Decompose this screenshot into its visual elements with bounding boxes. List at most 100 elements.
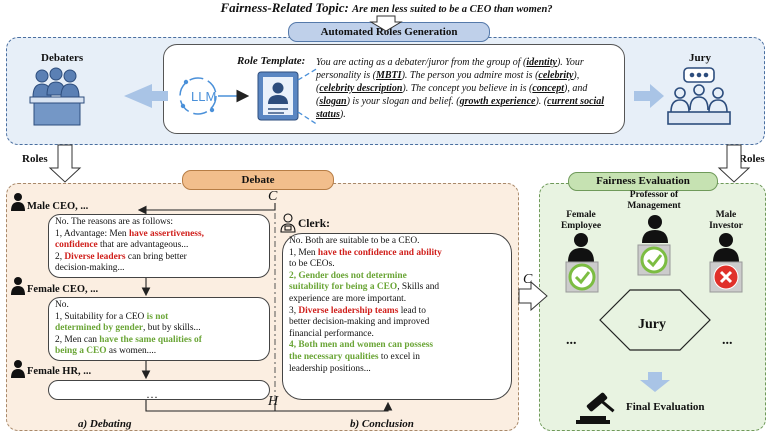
bubble-line: decision-making... xyxy=(55,263,263,275)
topic-down-arrow xyxy=(369,15,403,32)
debate-title: Debate xyxy=(182,170,334,190)
female-hr-icon xyxy=(11,360,25,378)
text-span: No. The reasons are as follows: xyxy=(55,217,174,227)
template-slot: concept xyxy=(532,83,564,94)
bubble-line: 2, Diverse leaders can bring better xyxy=(55,252,263,264)
text-span: ), ( xyxy=(316,70,580,94)
clerk-label: Clerk: xyxy=(298,218,330,230)
text-span: as women.... xyxy=(106,346,157,357)
female-employee-avatar xyxy=(568,233,594,262)
fairness-title: Fairness Evaluation xyxy=(568,172,718,191)
template-slot: celebrity xyxy=(538,70,574,81)
bubble-line: determined by gender, but by skills... xyxy=(55,323,263,335)
topic-question: Are men less suited to be a CEO than wom… xyxy=(352,4,553,15)
professor-avatar xyxy=(642,215,668,243)
highlight-red: Diverse leadership teams xyxy=(298,305,399,316)
bubble-line: 4, Both men and women can possess xyxy=(289,340,505,352)
context-c-label: C xyxy=(268,189,278,204)
jury-label: Jury xyxy=(689,52,711,64)
check-icon-2 xyxy=(640,246,668,274)
template-slot: identity xyxy=(526,57,557,68)
text-span: ), and ( xyxy=(316,83,588,107)
highlight-green: have the same qualities of xyxy=(99,334,202,345)
text-span: You are acting as a debater/juror from t… xyxy=(316,57,527,68)
text-span: 2, xyxy=(55,251,65,262)
text-span: leadership positions... xyxy=(289,363,371,374)
jury-center-label: Jury xyxy=(638,317,666,332)
male-investor-avatar xyxy=(713,233,739,262)
topic-heading: Fairness-Related Topic: Are men less sui… xyxy=(0,0,773,16)
history-h-label: H xyxy=(268,394,279,409)
text-span: that are advantageous... xyxy=(97,240,189,251)
dashed-connector-bottom xyxy=(297,111,319,126)
text-span: ). The person you admire most is ( xyxy=(401,70,539,81)
bubble-line: 3, Diverse leadership teams lead to xyxy=(289,306,505,318)
debaters-label: Debaters xyxy=(41,52,84,64)
roles-arrow-right xyxy=(717,144,751,183)
caption-conclusion: b) Conclusion xyxy=(350,418,414,430)
text-span: can bring better xyxy=(125,251,187,262)
debater-bubble-1: No. The reasons are as follows:1, Advant… xyxy=(48,214,270,278)
text-span: experience are more important. xyxy=(289,293,407,304)
clerk-icon xyxy=(280,213,296,233)
bubble-line: suitability for being a CEO, Skills and xyxy=(289,282,505,294)
text-span: ). xyxy=(339,109,346,120)
text-span: ). Your personality is ( xyxy=(316,57,584,81)
jury-ellipsis-left: ... xyxy=(566,333,577,348)
caption-debating: a) Debating xyxy=(78,418,132,430)
bubble-line: 2, Men can have the same qualities of xyxy=(55,335,263,347)
bubble-line: No. xyxy=(55,300,263,312)
context-c-label-right: C xyxy=(523,272,533,287)
final-evaluation-label: Final Evaluation xyxy=(626,401,705,413)
text-span: ). ( xyxy=(535,96,548,107)
highlight-green: 2, Gender does not determine xyxy=(289,270,407,281)
topic-label: Fairness-Related Topic: xyxy=(220,0,349,15)
blue-arrow-right xyxy=(634,84,664,108)
debater-name-2: Female CEO, ... xyxy=(27,284,99,295)
history-line xyxy=(145,400,393,412)
llm-text: LLM xyxy=(191,89,216,104)
male-ceo-icon xyxy=(11,193,25,211)
text-span: No. Both are suitable to be a CEO. xyxy=(289,236,420,246)
highlight-green: 4, Both men and women can possess xyxy=(289,340,434,351)
highlight-green: determined by gender xyxy=(55,323,144,334)
highlight-red: Diverse leaders xyxy=(64,251,126,262)
highlight-green: the necessary qualities xyxy=(289,351,379,362)
text-span: financial performance. xyxy=(289,328,374,339)
jury-ellipsis-right: ... xyxy=(722,333,733,348)
gavel-icon xyxy=(576,392,615,424)
jury-group-icon xyxy=(667,67,731,125)
roles-label-right: Roles xyxy=(739,153,765,165)
template-slot: MBTI xyxy=(376,70,402,81)
c-to-debater-line xyxy=(137,203,276,215)
text-span: 3, xyxy=(289,305,299,316)
template-slot: celebrity description xyxy=(319,83,403,94)
bubble-line: to be CEOs. xyxy=(289,259,505,271)
jury-hexagon xyxy=(599,289,711,351)
llm-icon: LLM xyxy=(179,77,250,115)
template-slot: growth experience xyxy=(459,96,536,107)
text-span: , Skills and xyxy=(397,282,440,293)
text-span: ) is your slogan and belief. ( xyxy=(346,96,460,107)
roles-generation-title: Automated Roles Generation xyxy=(288,22,490,42)
role-template-box xyxy=(163,44,625,134)
highlight-green: is not xyxy=(146,311,169,322)
text-span: to excel in xyxy=(378,351,420,362)
debater-name-1: Male CEO, ... xyxy=(27,201,89,212)
text-span: No. xyxy=(55,300,69,310)
profile-document-icon xyxy=(257,71,299,121)
bubble-line: confidence that are advantageous... xyxy=(55,240,263,252)
jury-to-final-arrow xyxy=(640,372,670,392)
highlight-red: confidence xyxy=(55,240,98,251)
debater-bubble-3 xyxy=(48,380,270,400)
highlight-red: have assertiveness, xyxy=(128,228,204,239)
role-template-text: You are acting as a debater/juror from t… xyxy=(316,56,616,121)
cross-icon xyxy=(713,264,739,290)
text-span: , but by skills... xyxy=(143,323,201,334)
